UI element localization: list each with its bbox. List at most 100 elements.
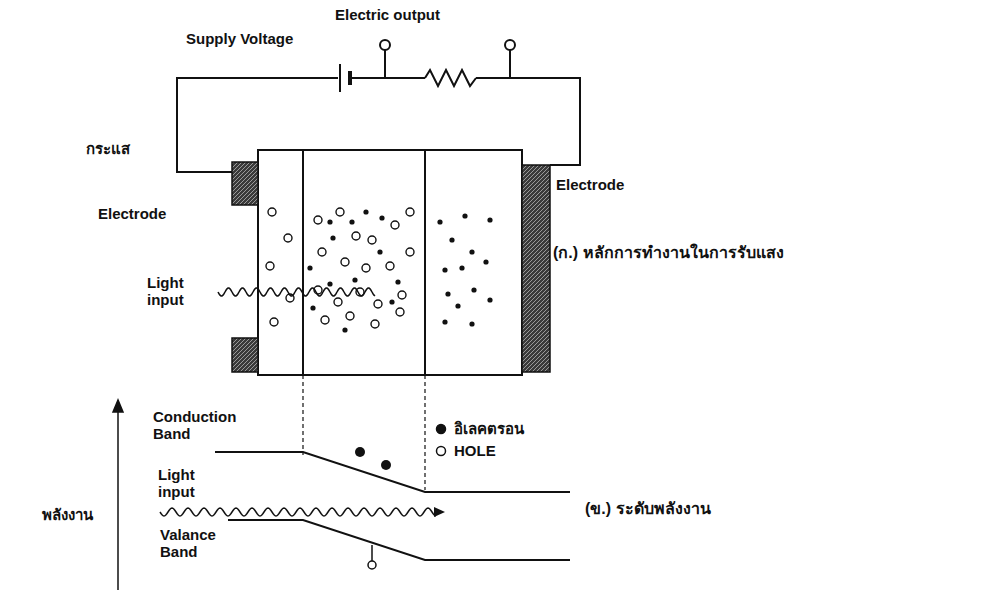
electron-dot xyxy=(483,259,488,264)
legend-swatch xyxy=(434,444,448,458)
supply-label: Supply Voltage xyxy=(186,30,293,47)
electron-dot xyxy=(455,303,460,308)
light-wave xyxy=(160,508,436,516)
hole-dot xyxy=(406,248,414,256)
electron-dot xyxy=(327,219,332,224)
hole-dot xyxy=(321,316,329,324)
hole-dot xyxy=(386,262,394,270)
hole-dot xyxy=(336,208,344,216)
output-terminal xyxy=(509,50,511,78)
band-label: Conduction Band xyxy=(153,408,253,442)
electron-dot xyxy=(469,321,474,326)
legend-item: HOLE xyxy=(434,442,496,459)
hole-dot xyxy=(270,318,278,326)
junction-guide xyxy=(424,375,425,490)
battery-symbol xyxy=(340,64,350,92)
hole-dot xyxy=(398,291,406,299)
hole-dot xyxy=(266,262,274,270)
hole-dot xyxy=(346,312,354,320)
hole-dot xyxy=(341,258,349,266)
legend-text: อิเลคตรอน xyxy=(454,417,524,441)
electron-dot xyxy=(471,287,476,292)
energy-axis xyxy=(113,400,123,412)
electron-dot xyxy=(469,249,474,254)
hole-dot xyxy=(374,300,382,308)
hole-dot xyxy=(268,208,276,216)
legend-symbol xyxy=(437,446,446,455)
output-terminal xyxy=(380,40,390,50)
hole-dot xyxy=(314,216,322,224)
electron-dot xyxy=(389,299,394,304)
light-label: Light input xyxy=(147,274,199,308)
semiconductor-body xyxy=(424,150,426,375)
electron-dot xyxy=(352,277,357,282)
electrode-plate xyxy=(232,338,258,372)
output-terminal xyxy=(505,40,515,50)
hole-dot xyxy=(352,232,360,240)
electron-dot xyxy=(377,249,382,254)
electron-dot xyxy=(342,327,347,332)
output-label: Electric output xyxy=(335,6,440,23)
legend-text: HOLE xyxy=(454,442,496,459)
electron-dot xyxy=(442,267,447,272)
light-arrowhead xyxy=(434,507,445,517)
hole-dot xyxy=(368,236,376,244)
hole-dot xyxy=(362,264,370,272)
electron-dot xyxy=(330,235,335,240)
band-hole xyxy=(368,545,376,569)
legend-item: อิเลคตรอน xyxy=(434,417,524,441)
output-terminal xyxy=(384,50,386,78)
band-label: Valance Band xyxy=(160,526,226,560)
electron-dot xyxy=(487,217,492,222)
electrode-label: Electrode xyxy=(556,176,624,193)
axis-label: พลังงาน xyxy=(42,506,93,523)
circuit-wire xyxy=(352,77,425,79)
hole-dot xyxy=(396,308,404,316)
electron-dot xyxy=(437,219,442,224)
electron-dot xyxy=(310,305,315,310)
electron-dot xyxy=(449,237,454,242)
energy-band xyxy=(215,452,570,492)
legend-swatch xyxy=(434,422,448,436)
electron-dot xyxy=(445,291,450,296)
light-wave xyxy=(218,288,375,296)
electron-dot xyxy=(349,219,354,224)
electron-dot xyxy=(395,279,400,284)
semiconductor-body xyxy=(302,150,304,375)
electrode-plate xyxy=(522,165,550,372)
circuit-wire xyxy=(476,78,580,165)
battery-symbol xyxy=(339,64,341,92)
current-label: กระแส xyxy=(86,140,130,157)
energy-axis xyxy=(113,400,123,590)
band-hole xyxy=(368,561,376,569)
electron-dot xyxy=(487,297,492,302)
electrode-label: Electrode xyxy=(98,205,166,222)
caption-label: (ก.) หลักการทำงานในการรับแสง xyxy=(553,244,784,261)
hole-dot xyxy=(391,221,399,229)
semiconductor-body xyxy=(258,150,522,375)
electron-dot xyxy=(459,265,464,270)
electron-dot xyxy=(307,265,312,270)
electron-dot xyxy=(327,281,332,286)
light-label: Light input xyxy=(158,466,210,500)
band-electron xyxy=(355,447,365,457)
legend-symbol xyxy=(437,425,446,434)
electron-dot xyxy=(363,209,368,214)
band-electron xyxy=(381,460,391,470)
hole-dot xyxy=(284,234,292,242)
hole-dot xyxy=(371,320,379,328)
battery-symbol xyxy=(348,71,352,85)
electron-dot xyxy=(462,213,467,218)
hole-dot xyxy=(334,298,342,306)
hole-dot xyxy=(318,248,326,256)
energy-band xyxy=(228,520,570,560)
electron-dot xyxy=(442,319,447,324)
energy-band xyxy=(215,452,570,560)
semiconductor-body xyxy=(258,150,522,375)
electron-dot xyxy=(379,215,384,220)
caption-label: (ข.) ระดับพลังงาน xyxy=(585,500,711,517)
band-hole xyxy=(371,545,373,561)
charge-carriers xyxy=(266,208,493,333)
electrode-plate xyxy=(232,162,258,205)
